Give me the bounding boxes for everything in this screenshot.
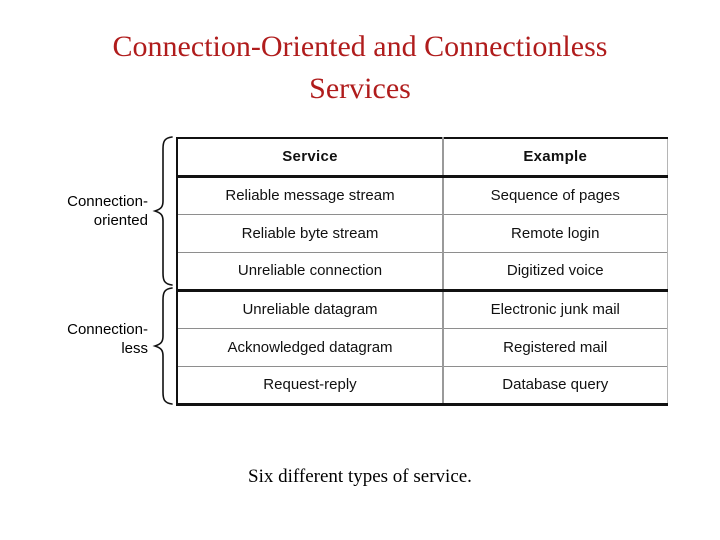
table-row: Unreliable connection Digitized voice xyxy=(176,251,668,290)
table-row: Request-reply Database query xyxy=(176,365,668,406)
cell-service: Acknowledged datagram xyxy=(176,327,444,366)
cell-service: Reliable message stream xyxy=(176,176,444,214)
column-header-service: Service xyxy=(176,137,444,178)
table-header-row: Service Example xyxy=(176,137,668,178)
table-row: Reliable message stream Sequence of page… xyxy=(176,176,668,214)
column-header-example: Example xyxy=(443,137,668,178)
cell-example: Registered mail xyxy=(443,327,668,366)
group-label-connectionless-line-2: less xyxy=(121,340,148,357)
cell-example: Sequence of pages xyxy=(443,176,668,214)
cell-service: Request-reply xyxy=(176,365,444,406)
page-title-line-2: Services xyxy=(309,72,411,105)
curly-brace-icon-connectionless xyxy=(152,287,173,405)
table-row: Acknowledged datagram Registered mail xyxy=(176,327,668,366)
cell-example: Digitized voice xyxy=(443,251,668,290)
page-title-line-1: Connection-Oriented and Connectionless xyxy=(112,30,608,63)
table-row: Reliable byte stream Remote login xyxy=(176,213,668,252)
group-label-connectionless: Connection- less xyxy=(38,320,148,358)
page-title: Connection-Oriented and Connectionless S… xyxy=(20,26,700,110)
table-row: Unreliable datagram Electronic junk mail xyxy=(176,288,668,328)
cell-example: Remote login xyxy=(443,213,668,252)
cell-example: Electronic junk mail xyxy=(443,288,668,328)
group-label-connection-oriented-line-1: Connection- xyxy=(67,193,148,210)
cell-service: Unreliable datagram xyxy=(176,288,444,328)
curly-brace-icon-connection-oriented xyxy=(152,136,173,286)
group-label-connectionless-line-1: Connection- xyxy=(67,321,148,338)
group-label-connection-oriented-line-2: oriented xyxy=(93,212,148,229)
group-label-connection-oriented: Connection- oriented xyxy=(38,192,148,230)
figure-caption: Six different types of service. xyxy=(248,466,472,487)
service-example-table: Service Example Reliable message stream … xyxy=(176,137,668,406)
cell-example: Database query xyxy=(443,365,668,406)
cell-service: Reliable byte stream xyxy=(176,213,444,252)
cell-service: Unreliable connection xyxy=(176,251,444,290)
service-figure: Connection- oriented Connection- less Se… xyxy=(0,130,720,420)
